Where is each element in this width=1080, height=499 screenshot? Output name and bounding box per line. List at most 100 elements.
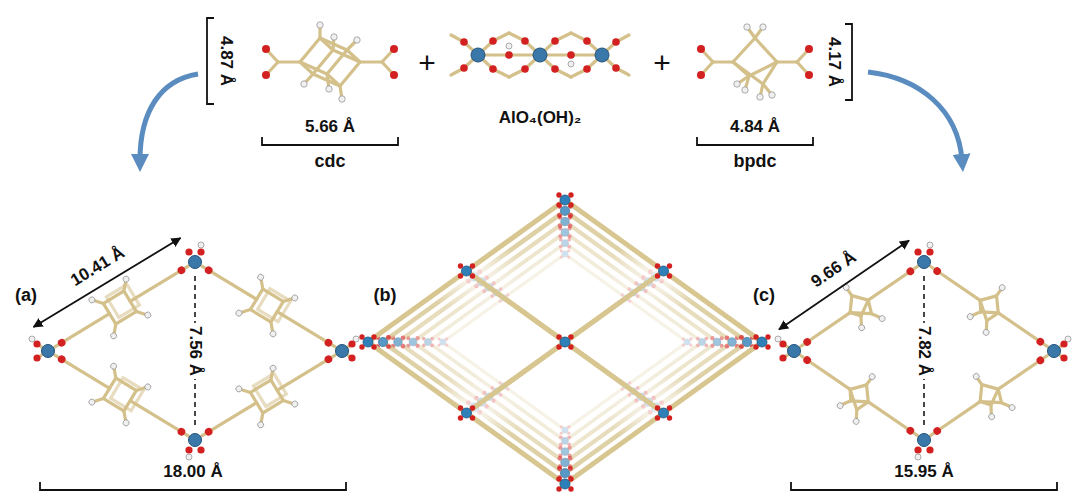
aluminium-chain: [583, 37, 591, 45]
panel-label: (b): [374, 286, 397, 306]
framework-3d: [359, 192, 770, 491]
process-arrow: [868, 72, 962, 160]
dimension-arrow: [34, 238, 181, 327]
cdc-molecule: [354, 37, 360, 43]
bpdc-framework: [914, 242, 933, 269]
cdc-framework: [189, 335, 347, 457]
linker-name: cdc: [314, 152, 345, 172]
cdc-molecule: [301, 81, 307, 87]
bpdc-molecule: [777, 60, 797, 63]
aluminium-chain: [506, 43, 512, 49]
aluminium-chain: [460, 38, 468, 46]
dimension-bracket: [697, 137, 813, 145]
bpdc-framework: [916, 245, 1063, 368]
aluminium-chain: [521, 37, 529, 45]
dimension-label: 15.95 Å: [894, 463, 954, 482]
bpdc-framework: [914, 434, 933, 461]
bpdc-framework: [786, 245, 933, 368]
aluminium-chain: [612, 38, 620, 46]
panel-label: (c): [753, 286, 775, 306]
cdc-molecule: [262, 45, 270, 53]
cdc-framework: [336, 336, 360, 362]
cdc-framework: [29, 336, 55, 362]
aluminium-chain: [551, 37, 559, 45]
dimension-label: 10.41 Å: [68, 244, 129, 291]
plus-sign: +: [653, 46, 671, 79]
cdc-framework: [42, 335, 200, 457]
bpdc-molecule: [769, 92, 775, 98]
aluminium-chain: [567, 51, 575, 59]
aluminium-chain: [521, 65, 529, 73]
bpdc-framework: [775, 242, 1071, 460]
plus-sign: +: [418, 46, 436, 79]
cdc-framework: [185, 434, 204, 461]
aluminium-chain: [489, 37, 497, 45]
dimension-label: 7.56 Å: [185, 323, 206, 379]
dimension-bracket: [262, 137, 398, 145]
cdc-molecule: [340, 62, 360, 86]
aluminium-chain: [551, 65, 559, 73]
bpdc-molecule: [697, 71, 705, 79]
bpdc-molecule: [744, 24, 750, 30]
bpdc-molecule: [713, 60, 733, 63]
aluminium-chain: [451, 33, 629, 77]
cdc-molecule: [300, 38, 320, 62]
bpdc-molecule: [733, 38, 755, 62]
aluminium-chain: [583, 65, 591, 73]
dimension-label: 4.84 Å: [730, 118, 780, 137]
cdc-molecule: [360, 60, 382, 63]
bpdc-framework: [916, 334, 1063, 457]
aluminium-chain: [533, 48, 547, 62]
dimension-arrow: [779, 241, 909, 330]
dimension-bracket: [791, 482, 1057, 490]
bpdc-molecule: [697, 45, 705, 53]
dimension-bracket: [40, 482, 346, 490]
cdc-framework: [29, 242, 359, 460]
cdc-framework: [189, 246, 347, 368]
cdc-molecule: [262, 22, 398, 102]
dimension-bracket: [207, 18, 214, 104]
bpdc-framework: [786, 334, 933, 457]
bpdc-molecule: [760, 24, 766, 30]
bpdc-molecule: [734, 81, 740, 87]
aluminium-chain: [568, 61, 574, 67]
bpdc-molecule: [805, 71, 813, 79]
cdc-molecule: [317, 22, 323, 28]
bpdc-molecule: [755, 38, 777, 62]
formula-label: AlO₄(OH)₂: [499, 109, 582, 128]
bpdc-framework: [1048, 336, 1072, 362]
aluminium-chain: [489, 65, 497, 73]
bpdc-molecule: [757, 94, 763, 100]
framework-3d: [359, 192, 770, 491]
linker-name: bpdc: [734, 152, 777, 172]
cdc-molecule: [278, 60, 300, 63]
cdc-molecule: [390, 45, 398, 53]
bpdc-molecule: [742, 87, 748, 93]
dimension-bracket: [845, 24, 852, 100]
cdc-framework: [185, 242, 204, 269]
bpdc-molecule: [697, 24, 813, 100]
dimension-label: 7.82 Å: [914, 323, 935, 379]
panel-label: (a): [15, 286, 37, 306]
cdc-molecule: [390, 71, 398, 79]
bpdc-molecule: [805, 45, 813, 53]
cdc-molecule: [331, 34, 337, 40]
dimension-label: 5.66 Å: [305, 118, 355, 137]
dimension-label: 4.87 Å: [217, 36, 236, 86]
bpdc-molecule: [763, 62, 777, 84]
cdc-molecule: [327, 50, 347, 74]
bpdc-framework: [775, 336, 801, 362]
cdc-molecule: [326, 86, 332, 92]
aluminium-chain: [460, 64, 468, 72]
cdc-molecule: [339, 96, 345, 102]
cdc-molecule: [320, 38, 333, 50]
process-arrow: [140, 74, 198, 160]
cdc-molecule: [262, 71, 270, 79]
aluminium-chain: [505, 51, 513, 59]
dimension-label: 18.00 Å: [163, 463, 223, 482]
aluminium-chain: [595, 48, 609, 62]
dimension-label: 9.66 Å: [808, 248, 860, 292]
